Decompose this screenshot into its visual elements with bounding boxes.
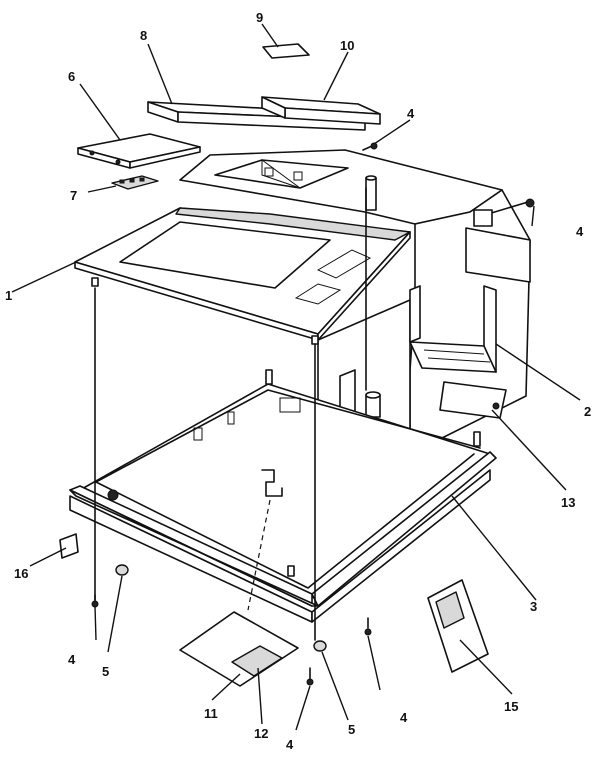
callout-5-b: 5	[348, 722, 355, 737]
callout-13: 13	[561, 495, 575, 510]
callout-3: 3	[530, 599, 537, 614]
callout-7: 7	[70, 188, 77, 203]
leader-lines	[11, 23, 581, 731]
callout-16: 16	[14, 566, 28, 581]
callout-4-d: 4	[400, 710, 408, 725]
callout-4-e: 4	[286, 737, 294, 752]
part-7-board	[111, 175, 159, 190]
part-9-plate	[262, 43, 310, 59]
part-1-top-panel	[74, 207, 411, 345]
alignment-lines	[94, 187, 367, 641]
callout-6: 6	[68, 69, 75, 84]
part-16-label	[59, 533, 79, 559]
callout-labels: 1 2 3 4 4 4 4 4 5 5 6 7 8 9 10 11 12 13 …	[5, 10, 591, 752]
part-2-bracket	[409, 285, 497, 373]
callout-2: 2	[584, 404, 591, 419]
callout-12: 12	[254, 726, 268, 741]
callout-11: 11	[204, 706, 218, 721]
feet-and-screws	[91, 142, 378, 686]
part-3-base-tray	[69, 369, 497, 623]
callout-9: 9	[256, 10, 263, 25]
part-15-card	[427, 579, 489, 673]
part-12-label	[231, 645, 283, 677]
part-10-bar	[261, 96, 381, 125]
part-11-sheet	[179, 611, 299, 687]
callout-4-c: 4	[407, 106, 415, 121]
callout-5-a: 5	[102, 664, 109, 679]
callout-15: 15	[504, 699, 518, 714]
callout-8: 8	[140, 28, 147, 43]
callout-4-b: 4	[576, 224, 584, 239]
part-6-panel	[77, 133, 201, 169]
callout-10: 10	[340, 38, 354, 53]
callout-4-a: 4	[68, 652, 76, 667]
callout-1: 1	[5, 288, 12, 303]
part-13-board	[439, 381, 507, 419]
